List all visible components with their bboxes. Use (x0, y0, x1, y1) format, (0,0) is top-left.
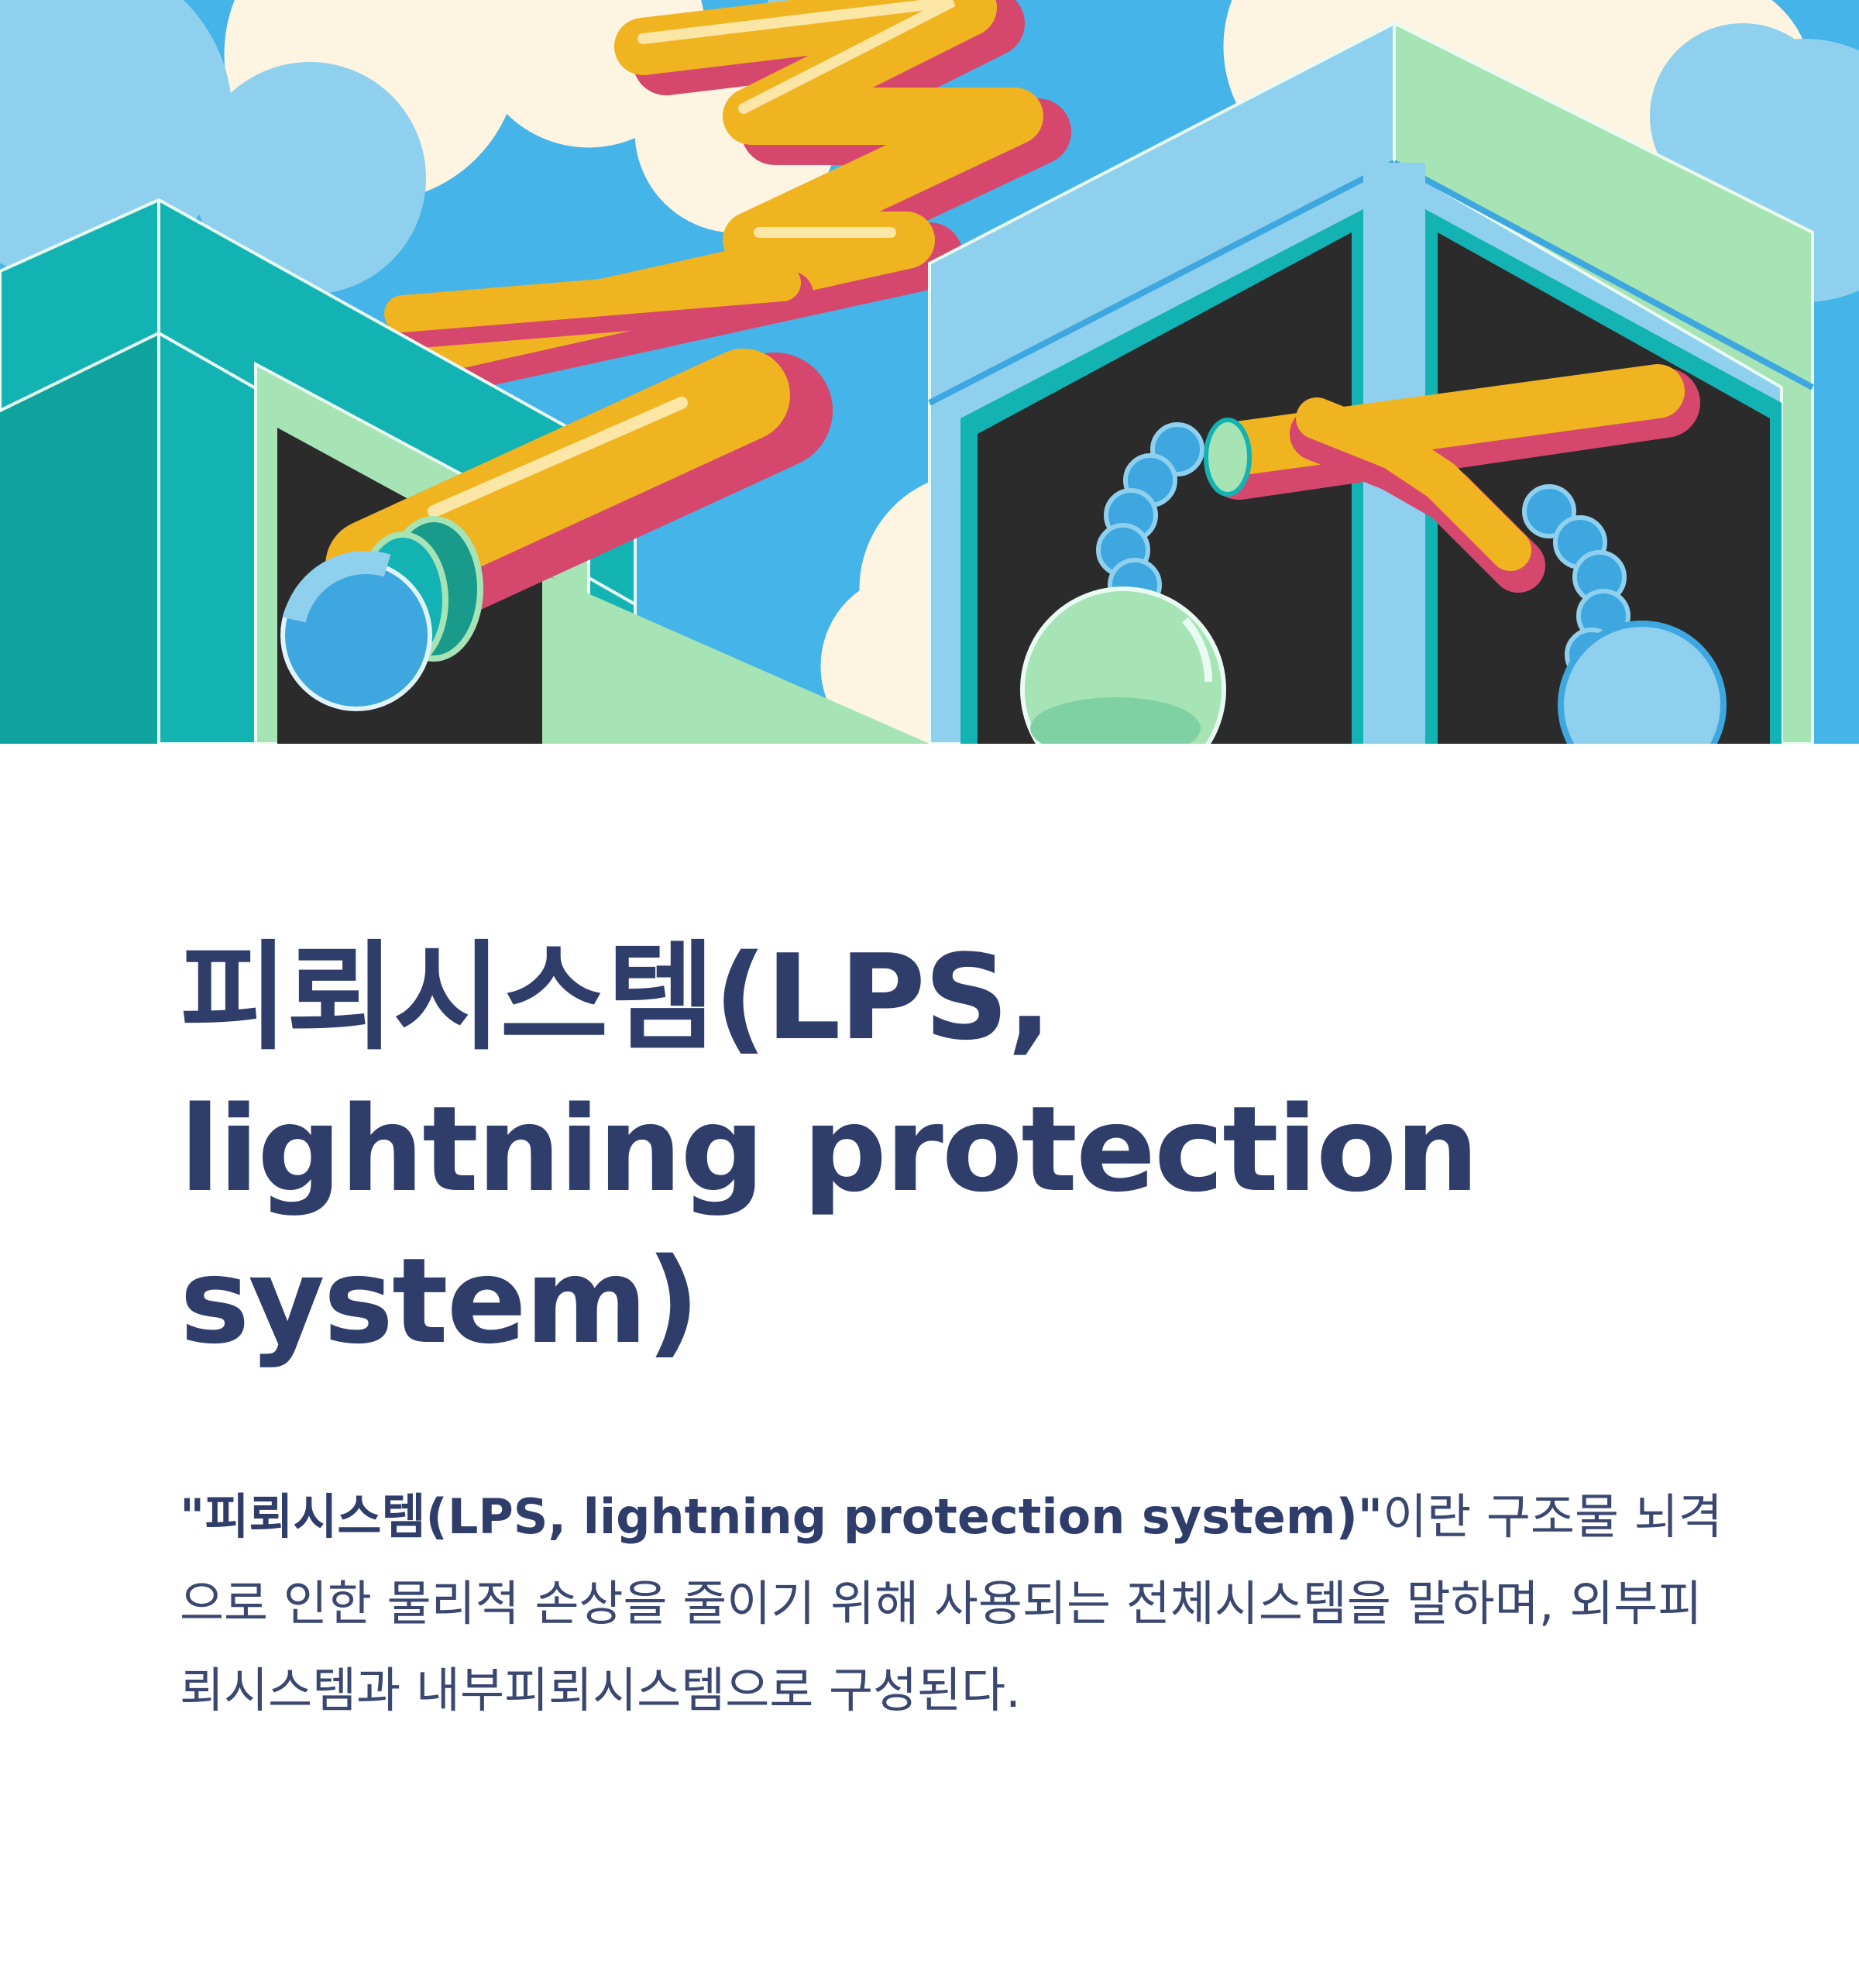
title-line-3: system) (180, 1233, 700, 1370)
title-line-2: lightning protection (180, 1081, 1479, 1218)
article: 피뢰시스템(LPS, lightning protection system) … (180, 922, 1737, 1734)
hero-illustration (0, 0, 1859, 744)
definition-text: 이란 구조물 뇌격으로 인한 물리적 손상을 줄이기 위해 사용되는 전체시스템… (180, 1488, 1723, 1718)
title-line-1: 피뢰시스템(LPS, (180, 929, 1052, 1066)
definition-paragraph: "피뢰시스템(LPS, lightning protection system)… (180, 1474, 1737, 1734)
lightning-protection-illustration-icon (0, 0, 1859, 744)
defined-term: "피뢰시스템(LPS, lightning protection system)… (180, 1488, 1383, 1545)
page-title: 피뢰시스템(LPS, lightning protection system) (180, 922, 1737, 1377)
